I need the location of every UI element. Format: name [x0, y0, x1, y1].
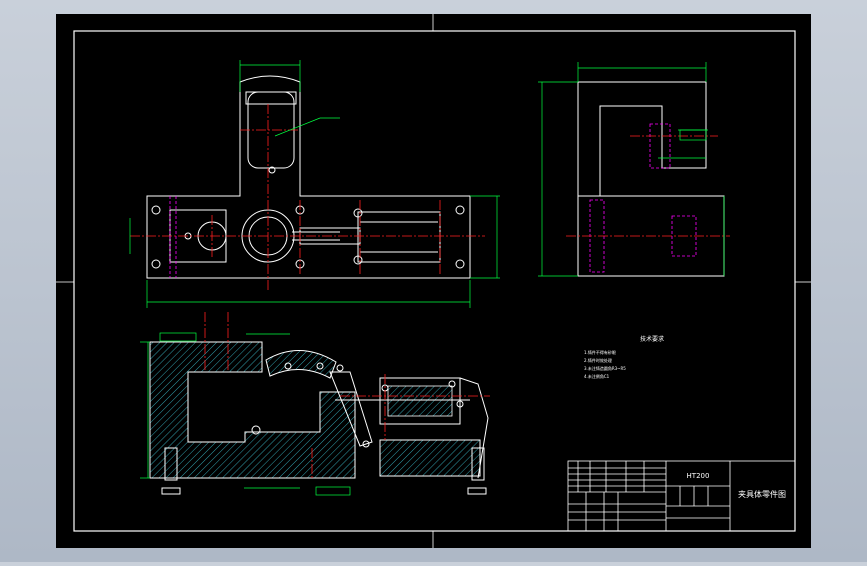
section-view-centerlines: [204, 312, 490, 480]
top-view-dimensions: [129, 60, 500, 308]
drawing-title: 夹具体零件图: [738, 489, 786, 499]
section-view: [149, 341, 489, 495]
side-view-dimensions: [538, 62, 725, 277]
note-item: 1.铸件不得有砂眼: [584, 349, 616, 355]
notes-heading: 技术要求: [640, 335, 664, 343]
side-view-centerlines: [566, 135, 730, 237]
note-item: 3.未注铸造圆角R3~R5: [584, 365, 626, 371]
top-view-hidden: [169, 196, 177, 278]
material-label: HT200: [687, 472, 710, 480]
note-item: 4.未注倒角C1: [584, 373, 610, 379]
sheet-border: [73, 30, 796, 532]
technical-requirements: 技术要求 1.铸件不得有砂眼 2.铸件时效处理 3.未注铸造圆角R3~R5 4.…: [584, 335, 664, 379]
title-block: [567, 460, 796, 532]
section-view-dimensions: [140, 332, 351, 496]
border-ticks: [56, 14, 811, 548]
note-item: 2.铸件时效处理: [584, 357, 612, 363]
linkage-pins: [284, 362, 464, 448]
